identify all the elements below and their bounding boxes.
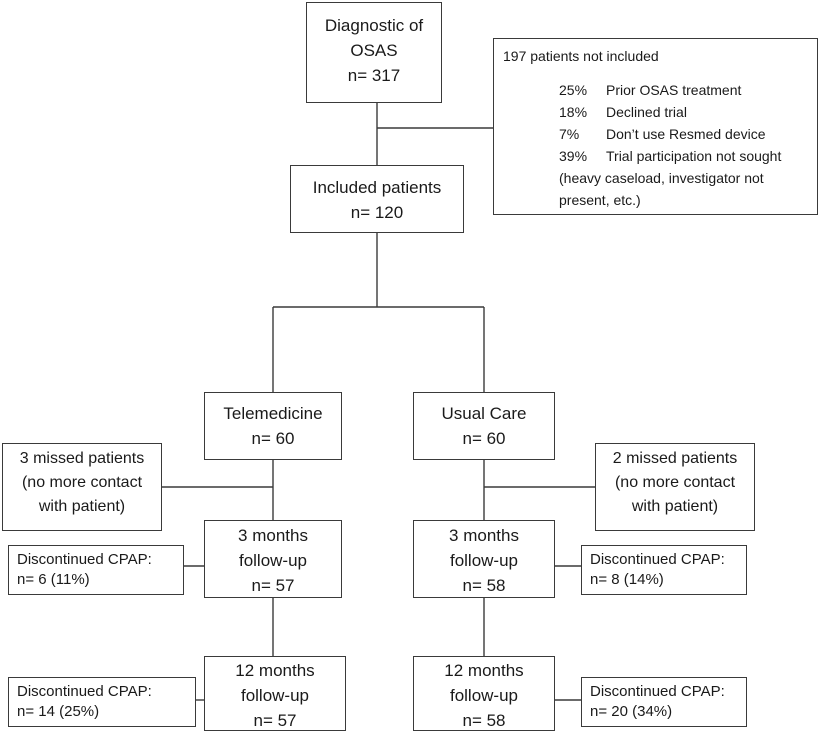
diagnostic-line2: OSAS <box>350 41 398 60</box>
telemedicine-missed-box: 3 missed patients (no more contact with … <box>2 443 162 531</box>
diagnostic-count: n= 317 <box>347 66 401 85</box>
excluded-box: 197 patients not included 25% Prior OSAS … <box>493 38 818 215</box>
excluded-reason: 7% Don’t use Resmed device <box>559 123 766 145</box>
telemedicine-box: Telemedicine n= 60 <box>204 392 342 460</box>
excluded-reason: 18% Declined trial <box>559 101 687 123</box>
missed-reason-line2: with patient) <box>631 498 719 515</box>
reason-label: Prior OSAS treatment <box>606 82 742 98</box>
followup-label: follow-up <box>449 686 519 705</box>
excluded-reason: 39% Trial participation not sought <box>559 145 781 167</box>
excluded-title: 197 patients not included <box>503 48 659 64</box>
discontinued-count: n= 8 (14%) <box>590 571 664 588</box>
telemedicine-count: n= 60 <box>251 429 295 448</box>
telemedicine-12mo-box: 12 months follow-up n= 57 <box>204 656 346 731</box>
reason-label: Don’t use Resmed device <box>606 126 766 142</box>
followup-period: 12 months <box>444 661 524 680</box>
reason-percent: 39% <box>559 148 588 164</box>
discontinued-label: Discontinued CPAP: <box>590 551 725 568</box>
discontinued-count: n= 6 (11%) <box>17 571 90 588</box>
reason-percent: 7% <box>559 126 580 142</box>
usual-care-count: n= 60 <box>462 429 506 448</box>
discontinued-label: Discontinued CPAP: <box>590 683 725 700</box>
reason-percent: 18% <box>559 104 588 120</box>
followup-count: n= 58 <box>462 711 506 730</box>
usual-care-missed-box: 2 missed patients (no more contact with … <box>595 443 755 531</box>
missed-count: 2 missed patients <box>612 450 738 467</box>
followup-count: n= 58 <box>462 576 506 595</box>
diagnostic-box: Diagnostic of OSAS n= 317 <box>306 2 442 103</box>
reason-label: Trial participation not sought <box>606 148 782 164</box>
followup-count: n= 57 <box>251 576 295 595</box>
usual-care-label: Usual Care <box>441 404 527 423</box>
included-label: Included patients <box>312 178 442 197</box>
missed-count: 3 missed patients <box>19 450 145 467</box>
followup-label: follow-up <box>449 551 519 570</box>
usual-care-12mo-box: 12 months follow-up n= 58 <box>413 656 555 731</box>
telemedicine-label: Telemedicine <box>223 404 323 423</box>
telemedicine-12mo-discontinued-box: Discontinued CPAP: n= 14 (25%) <box>8 677 196 727</box>
missed-reason-line1: (no more contact <box>21 474 143 491</box>
excluded-note: (heavy caseload, investigator not presen… <box>559 170 764 208</box>
reason-percent: 25% <box>559 82 588 98</box>
followup-period: 3 months <box>449 526 519 545</box>
missed-reason-line1: (no more contact <box>614 474 736 491</box>
usual-care-box: Usual Care n= 60 <box>413 392 555 460</box>
diagnostic-line1: Diagnostic of <box>324 16 424 35</box>
included-box: Included patients n= 120 <box>290 165 464 233</box>
telemedicine-3mo-discontinued-box: Discontinued CPAP: n= 6 (11%) <box>8 545 184 595</box>
excluded-reason: 25% Prior OSAS treatment <box>559 79 741 101</box>
followup-count: n= 57 <box>253 711 297 730</box>
followup-period: 3 months <box>238 526 308 545</box>
followup-label: follow-up <box>240 686 310 705</box>
included-count: n= 120 <box>350 203 404 222</box>
discontinued-label: Discontinued CPAP: <box>17 551 152 568</box>
reason-label: Declined trial <box>606 104 687 120</box>
followup-period: 12 months <box>235 661 315 680</box>
discontinued-count: n= 20 (34%) <box>590 703 673 720</box>
discontinued-count: n= 14 (25%) <box>17 703 100 720</box>
telemedicine-3mo-box: 3 months follow-up n= 57 <box>204 520 342 598</box>
usual-care-3mo-discontinued-box: Discontinued CPAP: n= 8 (14%) <box>581 545 747 595</box>
usual-care-12mo-discontinued-box: Discontinued CPAP: n= 20 (34%) <box>581 677 747 727</box>
followup-label: follow-up <box>238 551 308 570</box>
missed-reason-line2: with patient) <box>38 498 126 515</box>
discontinued-label: Discontinued CPAP: <box>17 683 152 700</box>
usual-care-3mo-box: 3 months follow-up n= 58 <box>413 520 555 598</box>
